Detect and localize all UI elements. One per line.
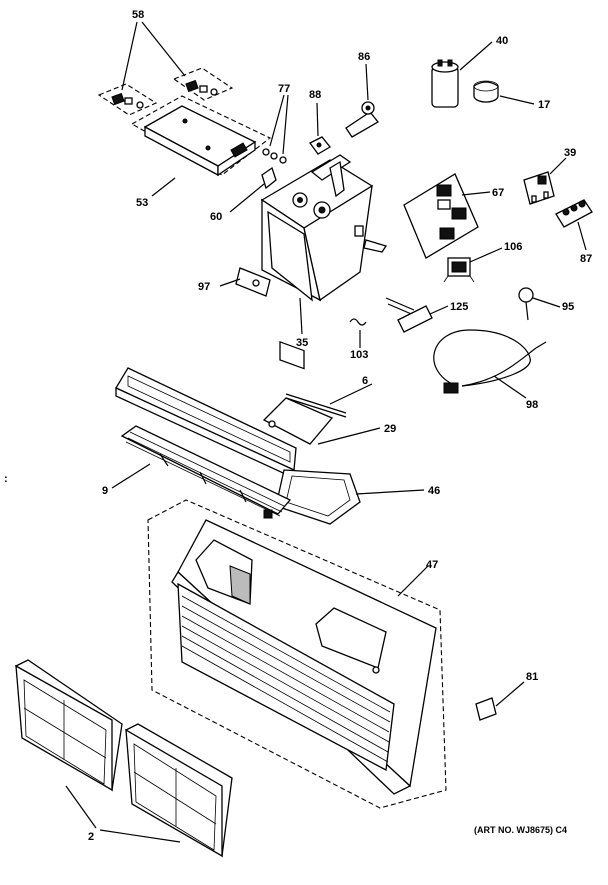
callout-86: 86 bbox=[358, 51, 370, 63]
callout-40: 40 bbox=[496, 35, 508, 47]
part-60-bracket bbox=[229, 166, 277, 213]
part-98-power-cord bbox=[433, 329, 547, 399]
part-106-transformer bbox=[443, 247, 503, 283]
callout-35: 35 bbox=[296, 337, 308, 349]
part-47-front-cabinet bbox=[147, 499, 447, 809]
part-67-circuit-board bbox=[403, 173, 491, 259]
callout-125: 125 bbox=[450, 301, 468, 313]
part-87-terminal-block bbox=[555, 199, 593, 251]
callout-29: 29 bbox=[384, 423, 396, 435]
part-88-switch bbox=[309, 102, 331, 155]
part-95-knob bbox=[518, 287, 561, 321]
art-number: (ART NO. WJ8675) C4 bbox=[474, 825, 567, 835]
part-103-clip bbox=[349, 318, 367, 348]
callout-81: 81 bbox=[526, 671, 538, 683]
part-53-control-board bbox=[130, 95, 272, 197]
callout-88: 88 bbox=[309, 89, 321, 101]
part-2-leaders bbox=[65, 785, 181, 843]
part-125-sensor bbox=[385, 297, 449, 333]
callout-6: 6 bbox=[362, 375, 368, 387]
callout-67: 67 bbox=[492, 187, 504, 199]
callout-2: 2 bbox=[88, 831, 94, 843]
part-2-air-filter-right bbox=[125, 723, 233, 858]
part-29-panel-cover bbox=[262, 397, 381, 445]
callout-58: 58 bbox=[132, 9, 144, 21]
callout-97: 97 bbox=[198, 281, 210, 293]
callout-46: 46 bbox=[428, 485, 440, 497]
callout-87: 87 bbox=[580, 253, 592, 265]
part-39-relay bbox=[523, 157, 567, 205]
part-40-capacitor bbox=[431, 41, 493, 108]
callout-77: 77 bbox=[278, 83, 290, 95]
callout-9: 9 bbox=[102, 485, 108, 497]
part-35-control-box bbox=[260, 154, 388, 370]
callout-95: 95 bbox=[562, 301, 574, 313]
callout-60: 60 bbox=[210, 211, 222, 223]
callout-98: 98 bbox=[526, 399, 538, 411]
part-81-clip bbox=[475, 681, 525, 721]
part-86-thermostat bbox=[345, 63, 379, 138]
callout-47: 47 bbox=[426, 559, 438, 571]
part-6-gasket bbox=[285, 383, 373, 418]
callout-106: 106 bbox=[504, 241, 522, 253]
part-97-cover-plate bbox=[219, 267, 271, 297]
part-46-top-trim bbox=[115, 367, 425, 525]
front-grille-slats bbox=[181, 595, 391, 763]
callout-39: 39 bbox=[564, 147, 576, 159]
stray-mark: : bbox=[4, 473, 8, 485]
part-17-strap bbox=[473, 80, 535, 105]
part-77-screws bbox=[262, 94, 289, 164]
part-9-louver-grille bbox=[111, 425, 292, 519]
callout-103: 103 bbox=[350, 349, 368, 361]
part-2-air-filter-left bbox=[15, 659, 123, 792]
part-58-connectors bbox=[97, 21, 234, 116]
callout-53: 53 bbox=[136, 197, 148, 209]
callout-17: 17 bbox=[538, 99, 550, 111]
